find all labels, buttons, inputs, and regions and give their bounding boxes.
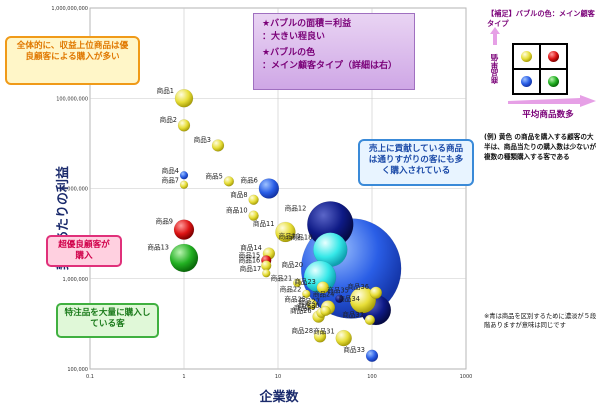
callout-orange: 全体的に、収益上位商品は優良顧客による購入が多い [5, 36, 140, 85]
bubble-label: 商品24 [313, 289, 335, 298]
bubble-label: 商品33 [343, 345, 365, 354]
side-legend-example: (例) 黄色 の商品を購入する顧客の大半は、商品当たりの購入数は少ないが複数の種… [484, 133, 597, 161]
callout-green: 特注品を大量に購入している客 [56, 303, 159, 338]
bubble-label: 商品15 [239, 250, 261, 259]
bubble-商品17 [262, 269, 271, 278]
bubble-label: 商品26 [290, 306, 312, 315]
bubble-label: 商品12 [285, 204, 307, 213]
x-tick-label: 100 [367, 374, 377, 380]
y-tick-label: 100,000,000 [56, 96, 88, 102]
axis-ticks: 0.1 1 10 100 1000 1,000,000,000 100,000,000 10,… [51, 6, 472, 380]
bubble-label: 商品16 [239, 256, 261, 265]
bubble-label: 商品17 [240, 264, 262, 273]
bubble-meaning-line1: ★バブルの面積＝利益 [262, 19, 352, 29]
bubble-商品30 [320, 305, 331, 317]
bubble-label: 商品35 [327, 285, 349, 294]
bubble-label: 商品22 [280, 284, 302, 293]
bubbles [169, 89, 402, 363]
bubble-商品3 [211, 139, 225, 152]
arrows-icon [508, 95, 596, 107]
y-tick-label: 1,000,000 [63, 277, 88, 283]
bubble-label: 商品21 [271, 273, 293, 282]
bubble-商品22 [302, 289, 311, 299]
bubble-商品24 [335, 294, 344, 303]
bubble-商品1 [174, 89, 194, 108]
bubble-label: 商品8 [230, 190, 247, 199]
x-tick-label: 1 [182, 374, 185, 380]
legend-blue-dot [521, 76, 532, 87]
bubble-label: 商品28 [291, 326, 313, 335]
bubble-商品28 [313, 330, 327, 343]
bubble-label: 商品32 [342, 310, 364, 319]
bubble-商品11 [275, 221, 296, 243]
bubble-label: 商品23 [294, 277, 316, 286]
bubble-label: 商品2 [160, 115, 177, 124]
bubble-商品33 [365, 349, 379, 363]
x-tick-label: 1000 [460, 374, 473, 380]
bubble-label: 商品5 [205, 171, 222, 180]
bubble-label: 商品10 [226, 206, 248, 215]
y-tick-label: 10,000,000 [59, 187, 88, 193]
callout-blue: 売上に貢献している商品は通りすがりの客にも多く購入されている [358, 139, 474, 186]
bubble-label: 商品1 [157, 86, 174, 95]
bubble-商品9 [173, 219, 195, 240]
bubble-label: 商品20 [281, 260, 303, 269]
x-axis-label: 企業数 [258, 389, 299, 405]
bubble-label: 商品25 [284, 294, 306, 303]
color-legend-grid [512, 43, 568, 95]
legend-yellow-dot [521, 51, 532, 62]
side-legend-note: ※青は商品を区別するために濃淡が５段階ありますが意味は同じです [484, 313, 597, 329]
bubble-商品36 [369, 286, 383, 299]
y-tick-label: 1,000,000,000 [51, 6, 88, 12]
bubble-label: 商品29 [294, 303, 316, 312]
bubble-label: 商品9 [156, 217, 173, 226]
x-tick-label: 0.1 [86, 374, 94, 380]
bubble-商品32 [364, 314, 376, 326]
bubble-商品7 [179, 180, 189, 189]
legend-green-dot [548, 76, 559, 87]
bubble-商品23 [316, 281, 330, 294]
bubble-label: 商品36 [347, 282, 369, 291]
bubble-商品13 [169, 243, 199, 273]
bubble-label: 商品4 [162, 166, 179, 175]
bubble-商品8 [248, 194, 259, 205]
bubble-meaning-box: ★バブルの面積＝利益 ：大きい程良い ★バブルの色 ：メイン顧客タイプ（詳細は右… [253, 13, 415, 90]
bubble-label: 商品6 [240, 176, 257, 185]
bubble-商品2 [177, 119, 191, 132]
bubble-label: 商品30 [298, 301, 320, 310]
bubble-label: 商品27 [298, 296, 320, 305]
bubble-商品25 [306, 299, 318, 310]
bubble-label: 商品19 [279, 231, 301, 240]
bubble-label: 商品3 [194, 135, 211, 144]
bubble-商品21 [292, 278, 302, 288]
bubble-meaning-line3: ★バブルの色 [262, 48, 316, 58]
bubble-商品35 [349, 286, 377, 314]
callout-pink: 超優良顧客が購入 [46, 235, 122, 267]
bubble-商品10 [248, 210, 259, 221]
bubble-label: 商品11 [253, 219, 275, 228]
legend-red-dot [548, 51, 559, 62]
bubble-商品16 [261, 260, 272, 271]
bubble-label: 商品31 [313, 326, 335, 335]
bubble-label: 商品13 [147, 243, 169, 252]
bubble-label: 商品14 [240, 243, 262, 252]
bubble-labels: 商品1 商品2 商品3 商品4 商品5 商品6 商品7 商品8 商品9 商品10 商品11 商品12 商… [147, 86, 368, 354]
side-legend-x-axis: 平均商品数多 [522, 110, 574, 120]
bubble-商品31 [335, 329, 352, 347]
bubble-meaning-line4: ：メイン顧客タイプ（詳細は右） [262, 61, 398, 71]
bubble-label: 商品34 [338, 294, 360, 303]
bubble-label: 商品18 [291, 232, 313, 241]
up-arrow-icon [490, 27, 500, 45]
bubble-商品4 [179, 171, 189, 180]
bubble-meaning-line2: ：大きい程良い [262, 32, 326, 42]
side-legend-y-axis: 商品単価 [490, 54, 499, 84]
side-legend-title: 【補足】バブルの色：メイン顧客タイプ [487, 9, 595, 28]
bubble-商品5 [223, 176, 235, 187]
bubble-商品6 [258, 178, 280, 199]
y-tick-label: 100,000 [67, 367, 88, 373]
bubble-label: 商品7 [162, 175, 179, 184]
x-tick-label: 10 [275, 374, 281, 380]
